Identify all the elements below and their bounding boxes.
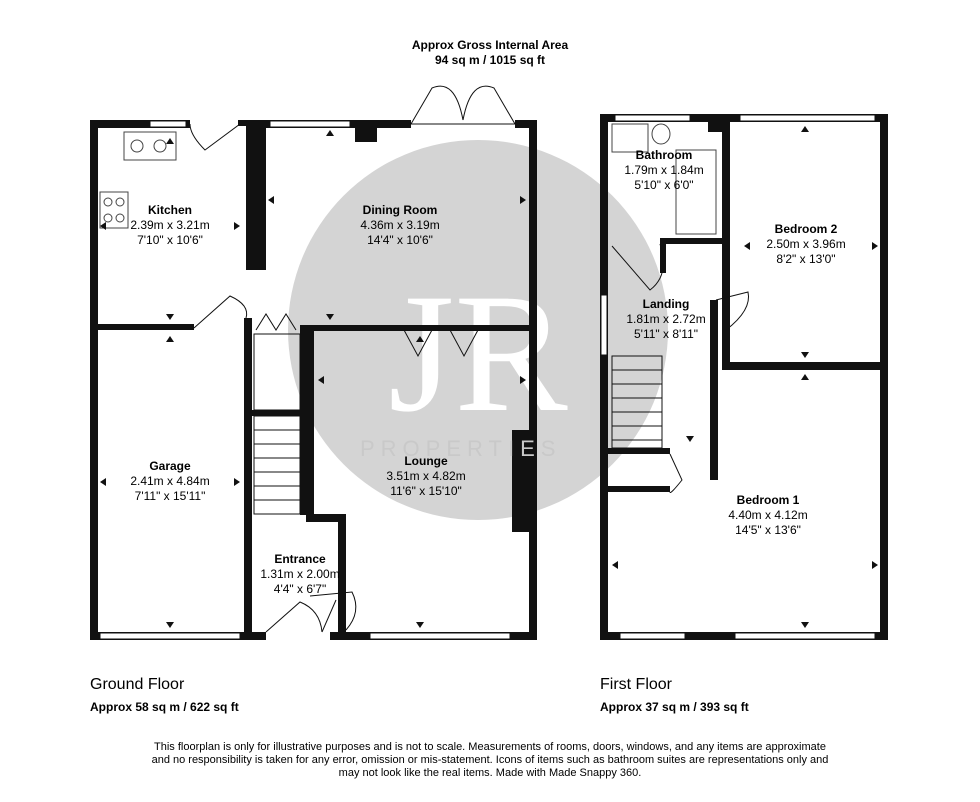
room-label-entrance: Entrance 1.31m x 2.00m 4'4" x 6'7"	[260, 552, 339, 597]
watermark-letters: JR	[388, 259, 568, 447]
room-label-bedroom1: Bedroom 1 4.40m x 4.12m 14'5" x 13'6"	[728, 493, 807, 538]
window-bed2	[739, 114, 876, 122]
wall-stairs-top	[250, 410, 306, 416]
room-imperial: 5'10" x 6'0"	[634, 178, 694, 192]
room-metric: 2.41m x 4.84m	[130, 474, 210, 488]
bath-icon	[675, 149, 717, 235]
stairs-first	[611, 355, 663, 449]
disclaimer-line: and no responsibility is taken for any e…	[151, 754, 829, 766]
wall-stairs-right	[300, 325, 306, 515]
gross-area-value: 94 sq m / 1015 sq ft	[434, 53, 546, 67]
disclaimer-line: This floorplan is only for illustrative …	[154, 741, 826, 753]
wall-left-ground	[90, 120, 98, 640]
room-imperial: 14'5" x 13'6"	[735, 523, 801, 537]
room-imperial: 7'10" x 10'6"	[137, 233, 203, 247]
sink-icon	[123, 131, 177, 161]
wall-cupboard-bottom	[608, 486, 670, 492]
chimney-breast	[355, 120, 377, 142]
wall-lounge-step	[306, 514, 346, 522]
french-doors	[410, 85, 516, 125]
window-kitchen	[149, 120, 187, 128]
room-imperial: 11'6" x 15'10"	[390, 484, 462, 498]
wall-bath-bottom	[660, 238, 722, 244]
room-metric: 1.79m x 1.84m	[624, 163, 704, 177]
room-metric: 4.36m x 3.19m	[360, 218, 440, 232]
window-lounge	[369, 632, 511, 640]
room-label-bathroom: Bathroom 1.79m x 1.84m 5'10" x 6'0"	[624, 148, 703, 193]
room-imperial: 14'4" x 10'6"	[367, 233, 433, 247]
wall-landing-right	[710, 300, 718, 480]
wall-stairs-bottom	[608, 448, 670, 454]
room-name: Bathroom	[635, 148, 693, 162]
wall-left-first	[600, 114, 608, 640]
ground-floor-area: Approx 58 sq m / 622 sq ft	[90, 700, 239, 714]
wall-garage-right	[244, 318, 252, 640]
disclaimer-line: may not look like the real items. Made w…	[338, 767, 642, 779]
window-bed1-right	[734, 632, 876, 640]
wall-dining-lounge	[306, 325, 529, 331]
basin-icon	[611, 123, 649, 153]
room-name: Lounge	[404, 454, 448, 468]
room-imperial: 5'11" x 8'11"	[633, 327, 699, 341]
room-imperial: 8'2" x 13'0"	[776, 252, 836, 266]
kitchen-fixtures	[99, 131, 177, 229]
wall-bed2-bed1	[722, 362, 888, 370]
wall-kitchen-dining	[246, 120, 266, 270]
wall-bath-corner	[708, 114, 728, 132]
window-garage-door	[99, 632, 241, 640]
first-floor-area: Approx 37 sq m / 393 sq ft	[600, 700, 749, 714]
room-metric: 4.40m x 4.12m	[728, 508, 808, 522]
stairs-ground	[253, 333, 301, 515]
room-imperial: 7'11" x 15'11"	[134, 489, 206, 503]
room-name: Landing	[642, 297, 690, 311]
room-metric: 3.51m x 4.82m	[386, 469, 466, 483]
wall-dining-top-right	[515, 120, 537, 128]
wall-lounge-left	[306, 325, 314, 520]
room-label-kitchen: Kitchen 2.39m x 3.21m 7'10" x 10'6"	[130, 203, 209, 248]
gross-area-title: Approx Gross Internal Area	[411, 38, 569, 52]
window-bathroom	[614, 114, 691, 122]
toilet-icon	[651, 123, 671, 145]
walls-ground-floor	[90, 120, 537, 640]
room-label-lounge: Lounge 3.51m x 4.82m 11'6" x 15'10"	[386, 454, 465, 499]
window-bed1-left	[619, 632, 686, 640]
room-name: Dining Room	[362, 203, 438, 217]
wall-kitchen-garage	[98, 324, 194, 330]
room-name: Bedroom 2	[774, 222, 838, 236]
windows	[99, 114, 876, 640]
room-name: Kitchen	[147, 203, 192, 217]
wall-right-first	[880, 114, 888, 640]
wall-kitchen-top-right	[238, 120, 252, 126]
room-metric: 2.39m x 3.21m	[130, 218, 210, 232]
room-metric: 1.31m x 2.00m	[260, 567, 340, 581]
watermark-word: PROPERTIES	[360, 436, 562, 461]
ground-floor-title: Ground Floor	[90, 676, 185, 693]
bathroom-fixtures	[611, 123, 717, 235]
window-dining	[269, 120, 351, 128]
room-label-landing: Landing 1.81m x 2.72m 5'11" x 8'11"	[626, 297, 705, 342]
room-imperial: 4'4" x 6'7"	[273, 582, 327, 596]
room-metric: 1.81m x 2.72m	[626, 312, 706, 326]
hob-icon	[99, 191, 129, 229]
room-label-bedroom2: Bedroom 2 2.50m x 3.96m 8'2" x 13'0"	[766, 222, 845, 267]
first-floor-title: First Floor	[600, 676, 672, 693]
wall-kitchen-top	[90, 120, 190, 128]
wall-right-ground	[529, 120, 537, 640]
window-landing	[600, 294, 608, 356]
room-label-dining: Dining Room 4.36m x 3.19m 14'4" x 10'6"	[360, 203, 439, 248]
room-label-garage: Garage 2.41m x 4.84m 7'11" x 15'11"	[130, 459, 209, 504]
room-name: Bedroom 1	[736, 493, 800, 507]
dimension-markers	[100, 126, 878, 628]
fireplace	[512, 430, 529, 532]
wall-bath-bed2	[722, 114, 730, 362]
door-swings	[189, 123, 750, 633]
room-name: Entrance	[274, 552, 326, 566]
room-name: Garage	[149, 459, 191, 473]
disclaimer: This floorplan is only for illustrative …	[90, 741, 890, 780]
wall-lounge-entrance	[338, 514, 346, 640]
room-metric: 2.50m x 3.96m	[766, 237, 846, 251]
wall-entrance-bottom	[236, 632, 266, 640]
